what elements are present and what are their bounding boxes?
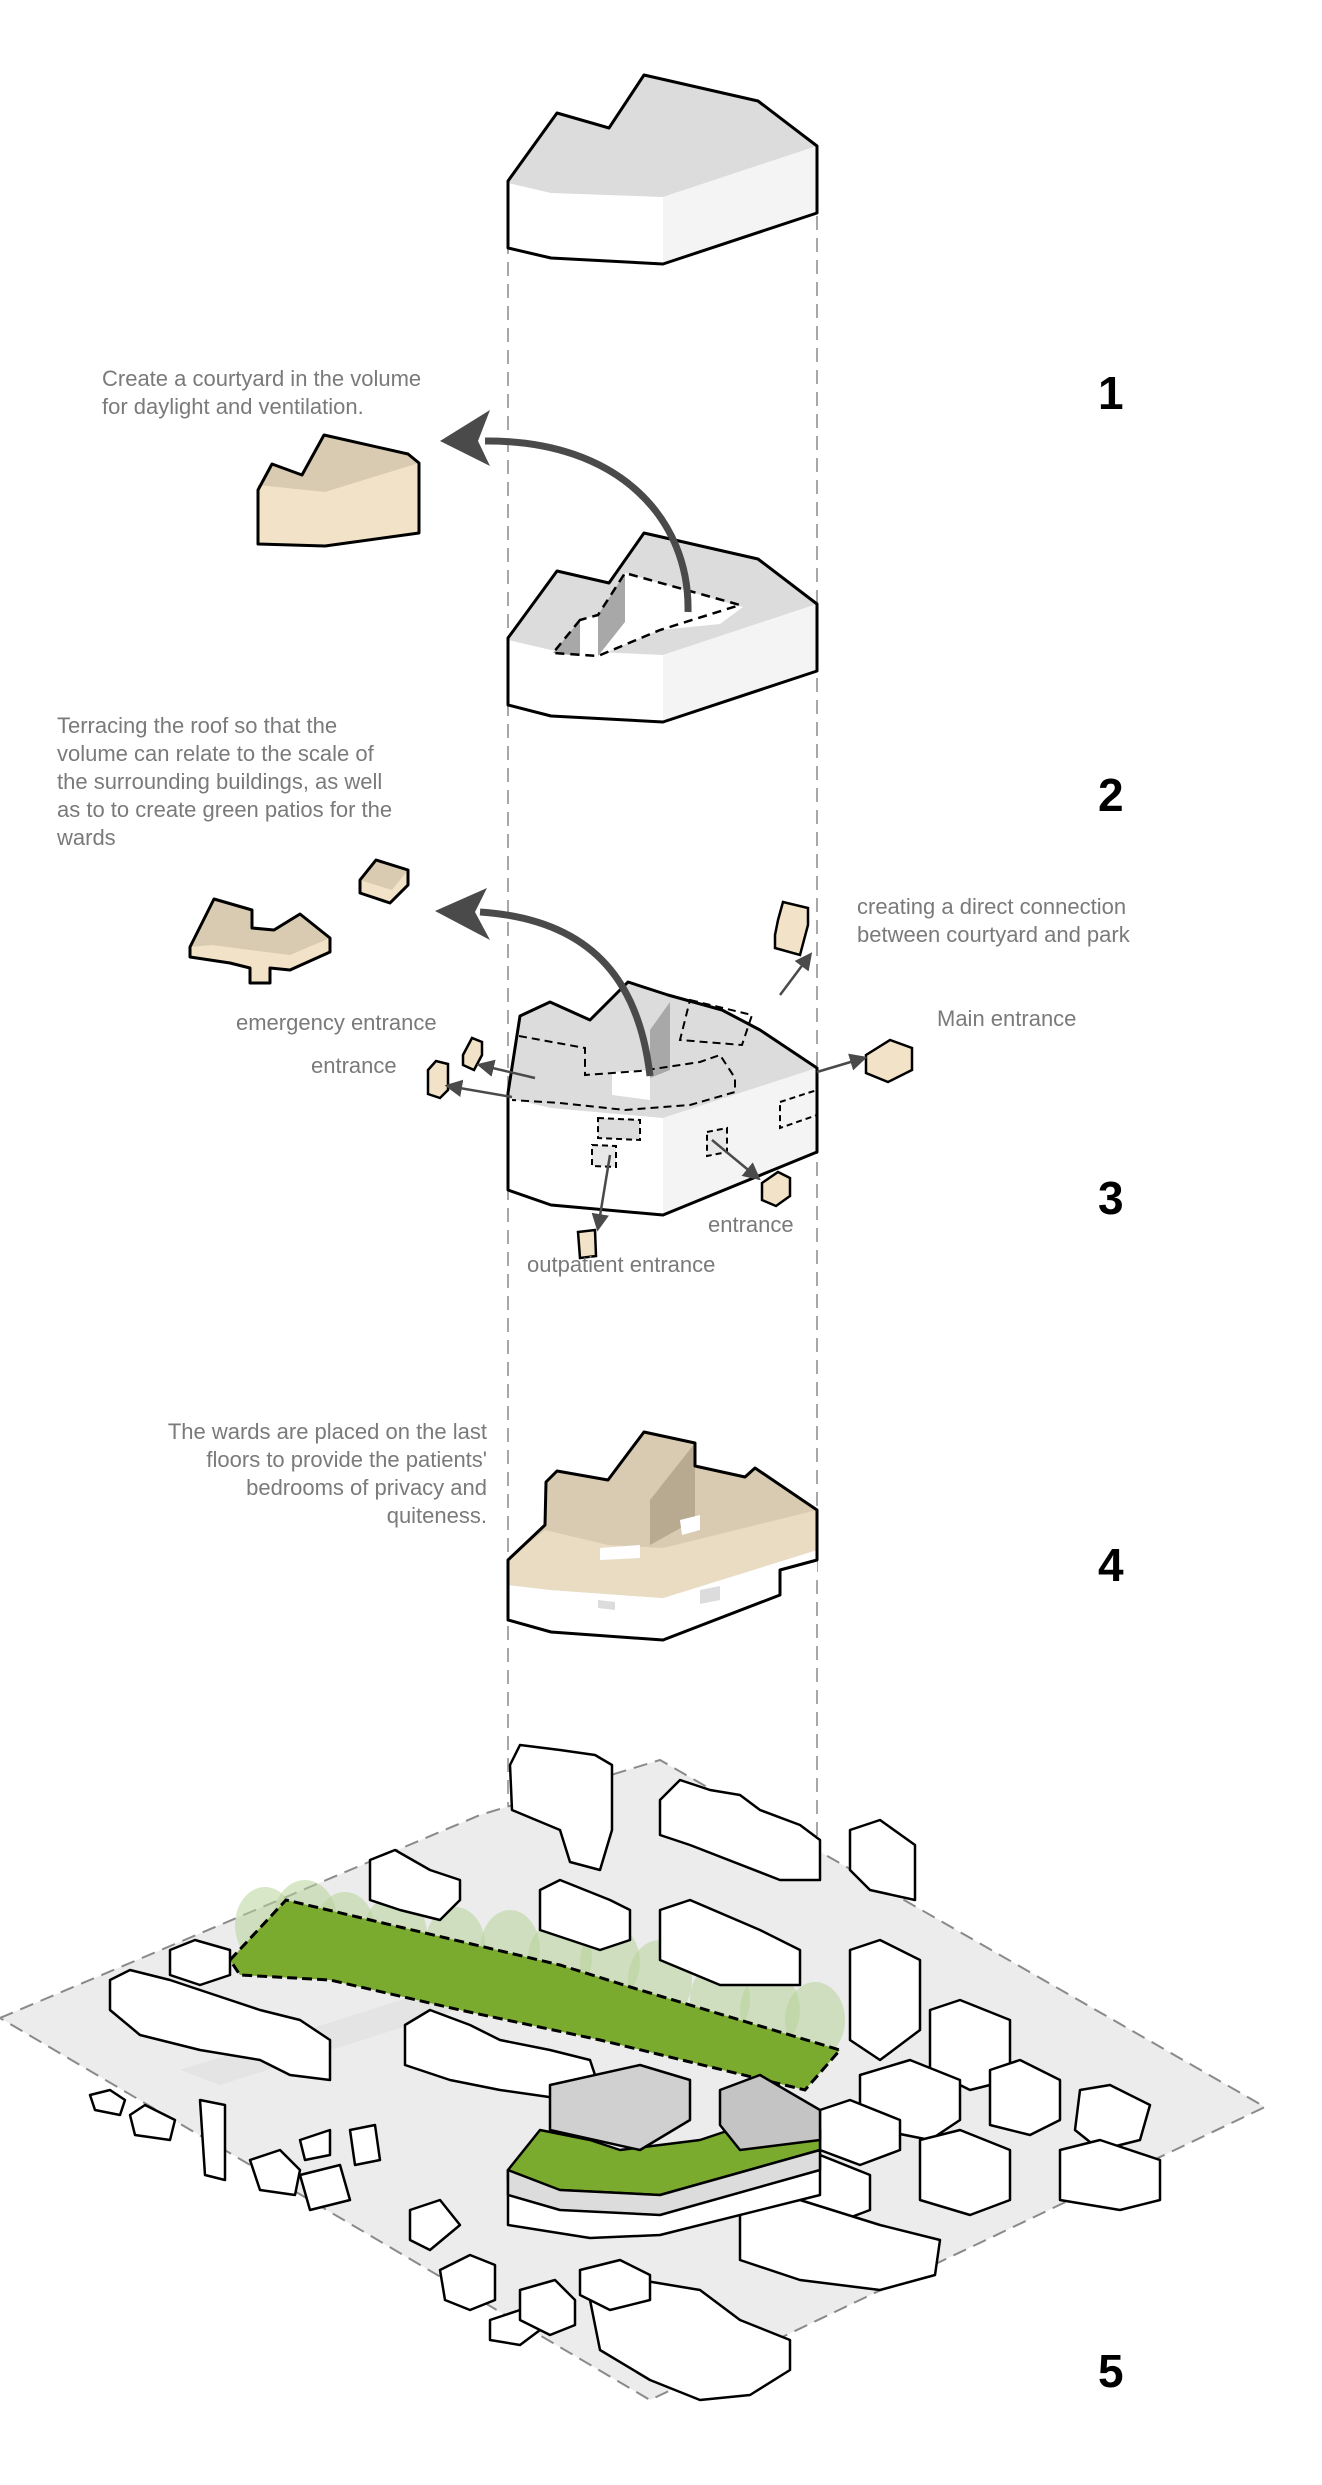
step-number-4: 4 xyxy=(1098,1539,1124,1591)
step-number-1: 1 xyxy=(1098,367,1124,419)
label-main-entrance: Main entrance xyxy=(937,1006,1077,1031)
courtyard-extracted-block xyxy=(256,433,421,548)
step3-terraced-volume xyxy=(506,980,819,1217)
entrance-blocks xyxy=(426,900,914,1260)
terracing-description: Terracing the roof so that the volume ca… xyxy=(57,713,393,850)
courtyard-arrowhead xyxy=(440,410,490,466)
label-entrance-west: entrance xyxy=(311,1053,397,1078)
step4-wards-volume xyxy=(506,1430,819,1642)
terrace-extraction-arrow xyxy=(479,908,654,1077)
label-outpatient-entrance: outpatient entrance xyxy=(527,1252,716,1277)
label-courtyard-park-connection: creating a direct connection between cou… xyxy=(857,894,1130,947)
step1-base-volume xyxy=(506,73,819,266)
terrace-arrowhead xyxy=(435,888,490,940)
courtyard-extraction-arrow xyxy=(484,437,692,613)
step-number-3: 3 xyxy=(1098,1172,1124,1224)
step-number-5: 5 xyxy=(1098,2345,1124,2397)
wards-description: The wards are placed on the last floors … xyxy=(167,1419,487,1528)
label-entrance-east: entrance xyxy=(708,1212,794,1237)
terrace-extracted-blocks xyxy=(188,858,410,985)
project-building-in-site xyxy=(506,2063,822,2240)
park-green-area xyxy=(228,1898,843,2092)
label-emergency-entrance: emergency entrance xyxy=(236,1010,437,1035)
courtyard-description: Create a courtyard in the volume for day… xyxy=(102,366,422,419)
site-context xyxy=(0,1743,1268,2402)
step2-courtyard-volume xyxy=(506,531,819,724)
entrance-arrows xyxy=(444,952,868,1232)
step-number-2: 2 xyxy=(1098,769,1124,821)
